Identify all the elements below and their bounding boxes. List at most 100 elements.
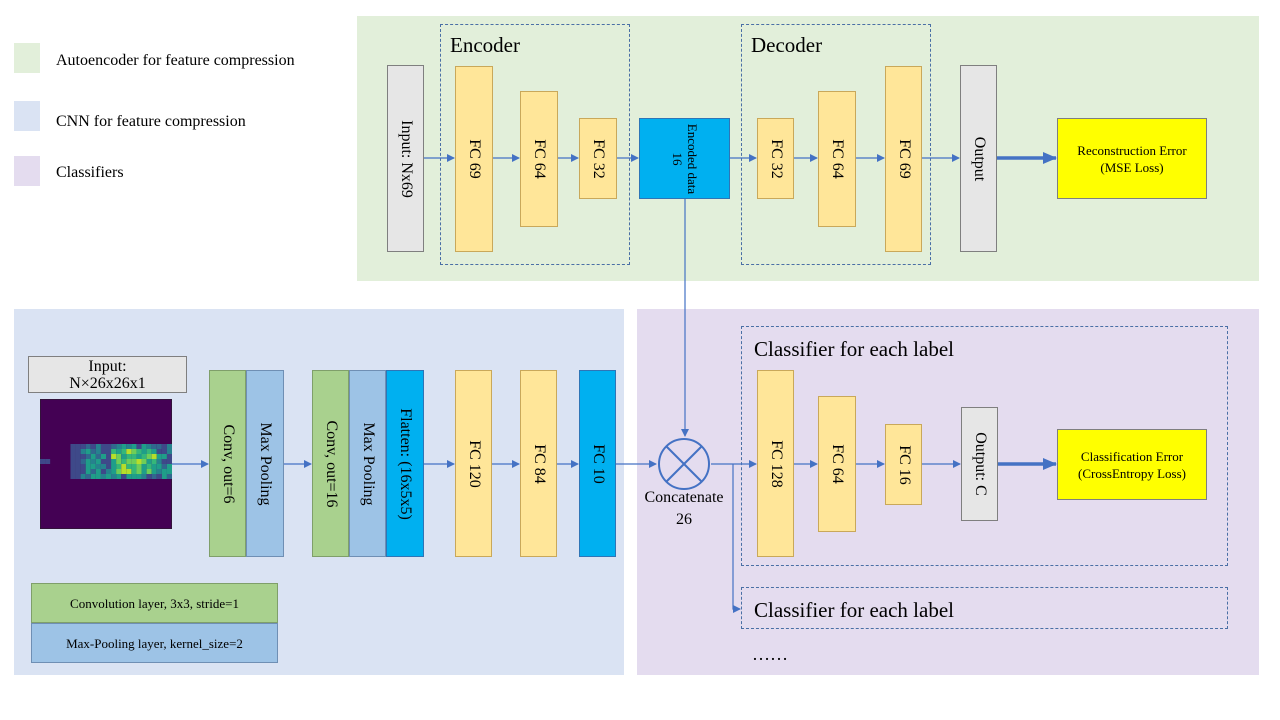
concatenate-label: Concatenate	[644, 489, 724, 506]
enc-fc64-block: FC 64	[520, 91, 558, 227]
heatmap-cell	[156, 449, 162, 454]
heatmap-cell	[131, 464, 137, 469]
heatmap-cell	[85, 444, 91, 449]
heatmap-cell	[126, 454, 132, 459]
heatmap-cell	[70, 454, 76, 459]
heatmap-cell	[156, 444, 162, 449]
heatmap-cell	[75, 469, 81, 474]
heatmap-cell	[146, 474, 152, 479]
heatmap-cell	[40, 459, 46, 464]
heatmap-cell	[85, 469, 91, 474]
heatmap-cell	[70, 449, 76, 454]
legend-swatch-cnn	[14, 101, 40, 131]
heatmap-cell	[161, 474, 167, 479]
heatmap-cell	[100, 464, 106, 469]
heatmap-cell	[131, 444, 137, 449]
heatmap-cell	[146, 459, 152, 464]
heatmap-cell	[166, 469, 172, 474]
heatmap-cell	[166, 459, 172, 464]
heatmap-cell	[121, 459, 127, 464]
classifier-title-second: Classifier for each label	[754, 598, 954, 622]
classifier-group	[741, 326, 1228, 566]
encoded-data-block: Encoded data 16	[639, 118, 730, 199]
heatmap-cell	[161, 459, 167, 464]
heatmap-cell	[90, 444, 96, 449]
heatmap-cell	[166, 449, 172, 454]
heatmap-cell	[161, 444, 167, 449]
legend-swatch-autoencoder	[14, 43, 40, 73]
heatmap-cell	[85, 459, 91, 464]
heatmap-cell	[85, 454, 91, 459]
heatmap-cell	[80, 454, 86, 459]
enc-fc32-block: FC 32	[579, 118, 617, 199]
heatmap-cell	[111, 449, 117, 454]
heatmap-cell	[151, 444, 157, 449]
cls-fc16-block: FC 16	[885, 424, 922, 505]
heatmap-cell	[70, 474, 76, 479]
heatmap-cell	[146, 469, 152, 474]
heatmap-cell	[126, 444, 132, 449]
heatmap-cell	[116, 469, 122, 474]
heatmap-cell	[161, 449, 167, 454]
heatmap-cell	[90, 454, 96, 459]
heatmap-cell	[95, 464, 101, 469]
heatmap-cell	[151, 459, 157, 464]
heatmap-cell	[106, 469, 112, 474]
heatmap-cell	[95, 454, 101, 459]
heatmap-cell	[116, 474, 122, 479]
heatmap-cell	[85, 474, 91, 479]
heatmap-cell	[106, 459, 112, 464]
heatmap-cell	[136, 459, 142, 464]
heatmap-cell	[141, 444, 147, 449]
heatmap-cell	[95, 444, 101, 449]
cnn-input-label-line2: N×26x26x1	[69, 374, 146, 392]
cnn-fc10-block: FC 10	[579, 370, 616, 557]
cnn-fc84-block: FC 84	[520, 370, 557, 557]
heatmap-cell	[85, 464, 91, 469]
heatmap-cell	[126, 449, 132, 454]
ae-output-block: Output	[960, 65, 997, 252]
legend-pool-label: Max-Pooling layer, kernel_size=2	[66, 635, 243, 651]
heatmap-cell	[166, 454, 172, 459]
heatmap-cell	[80, 459, 86, 464]
dec-fc69-block: FC 69	[885, 66, 922, 252]
encoder-group	[440, 24, 630, 265]
pool2-block: Max Pooling	[349, 370, 386, 557]
heatmap-cell	[100, 449, 106, 454]
heatmap-cell	[100, 444, 106, 449]
heatmap-cell	[75, 444, 81, 449]
heatmap-cell	[151, 469, 157, 474]
reconstruction-error-label: Reconstruction Error	[1077, 142, 1187, 158]
heatmap-cell	[121, 469, 127, 474]
cnn-input-label-line1: Input:	[88, 357, 127, 375]
enc-fc69-block: FC 69	[455, 66, 493, 252]
heatmap-cell	[100, 474, 106, 479]
heatmap-cell	[126, 474, 132, 479]
heatmap-cell	[90, 469, 96, 474]
heatmap-cell	[166, 464, 172, 469]
flatten-block: Flatten: (16x5x5)	[386, 370, 424, 557]
heatmap-cell	[75, 464, 81, 469]
heatmap-cell	[126, 459, 132, 464]
heatmap-cell	[111, 454, 117, 459]
heatmap-cell	[126, 464, 132, 469]
heatmap-cell	[136, 469, 142, 474]
heatmap-cell	[126, 469, 132, 474]
heatmap-cell	[141, 449, 147, 454]
ae-input-block: Input: Nx69	[387, 65, 424, 252]
concatenate-value: 26	[676, 511, 692, 528]
heatmap-cell	[80, 474, 86, 479]
heatmap-cell	[75, 454, 81, 459]
heatmap-cell	[146, 449, 152, 454]
reconstruction-loss-label: (MSE Loss)	[1100, 159, 1164, 175]
cnn-input-label-box: Input: N×26x26x1	[28, 356, 187, 393]
heatmap-cell	[141, 454, 147, 459]
heatmap-cell	[106, 449, 112, 454]
heatmap-cell	[90, 474, 96, 479]
heatmap-cell	[141, 469, 147, 474]
heatmap-cell	[111, 459, 117, 464]
heatmap-cell	[95, 469, 101, 474]
heatmap-cell	[146, 454, 152, 459]
heatmap-cell	[106, 444, 112, 449]
heatmap-cell	[111, 469, 117, 474]
